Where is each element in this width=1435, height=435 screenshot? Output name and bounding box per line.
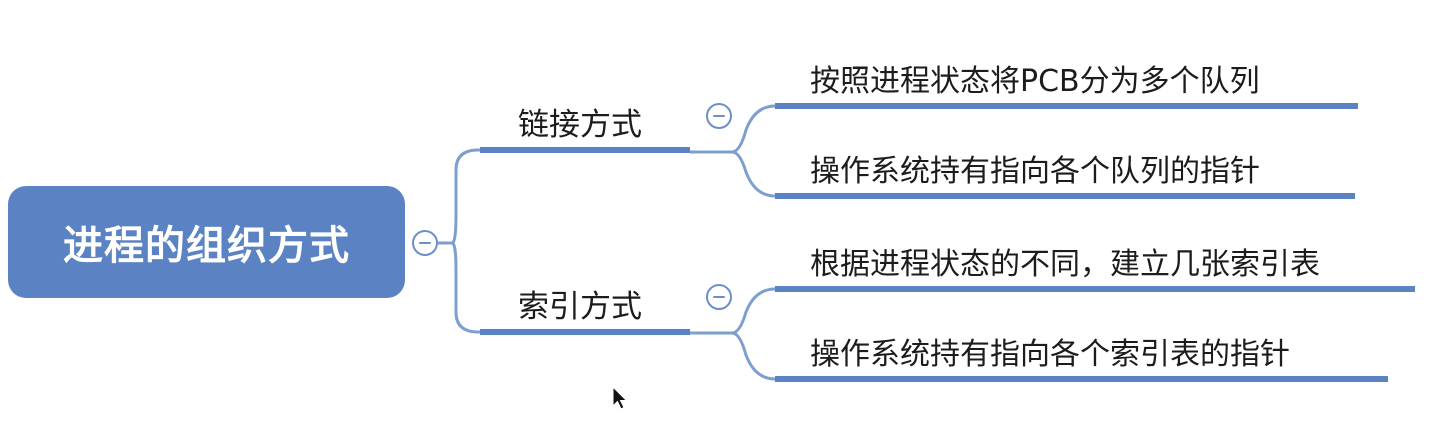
leaf-label[interactable]: 操作系统持有指向各个队列的指针 — [810, 154, 1260, 189]
branch-label-index[interactable]: 索引方式 — [518, 289, 642, 325]
root-node[interactable]: 进程的组织方式 — [8, 186, 405, 298]
connector-branch1-leaf2 — [731, 150, 778, 198]
connector-branch2-leaf1 — [690, 287, 778, 335]
leaf-label[interactable]: 操作系统持有指向各个索引表的指针 — [810, 337, 1290, 372]
minus-circle-icon[interactable] — [412, 230, 438, 256]
root-label: 进程的组织方式 — [63, 223, 350, 269]
connector-branch2-leaf2 — [731, 331, 778, 381]
connector-branch1-leaf1 — [690, 104, 778, 154]
leaf-label[interactable]: 按照进程状态将PCB分为多个队列 — [810, 64, 1260, 99]
minus-circle-icon[interactable] — [706, 103, 732, 129]
branch-label-link[interactable]: 链接方式 — [518, 107, 642, 143]
connector-root-branch1 — [438, 148, 480, 245]
minus-circle-icon[interactable] — [706, 284, 732, 310]
connector-root-branch2 — [438, 241, 480, 334]
leaf-label[interactable]: 根据进程状态的不同，建立几张索引表 — [810, 247, 1320, 282]
mouse-cursor-icon — [612, 386, 628, 410]
